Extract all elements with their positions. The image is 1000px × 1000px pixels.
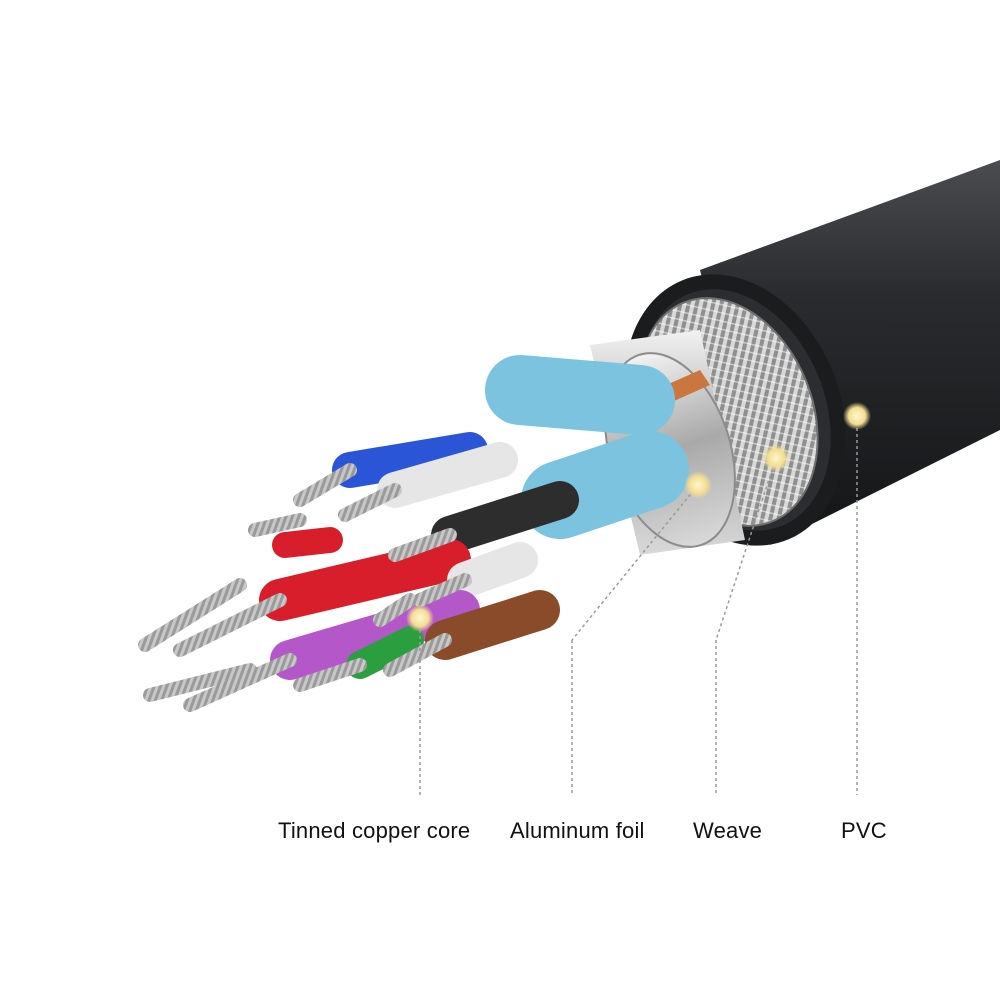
foil-pair-top (485, 355, 675, 435)
copper-strand-12 (373, 593, 417, 627)
label-weave: Weave (693, 818, 763, 843)
wire-blue (332, 432, 488, 488)
label-tinned-copper-core: Tinned copper core (278, 818, 471, 843)
wire-green (346, 626, 424, 679)
inner-conductors (138, 355, 689, 712)
marker-dot-core (406, 604, 434, 632)
marker-dot-weave (762, 444, 790, 472)
copper-strand-9 (383, 633, 452, 677)
wire-red (259, 539, 471, 621)
marker-dot-pvc (843, 402, 871, 430)
leader-lines (419, 416, 858, 795)
wire-brown (425, 590, 560, 660)
copper-strand-4 (173, 593, 287, 657)
wire-white-top (377, 442, 518, 508)
wire-black (431, 481, 579, 554)
copper-strand-1 (293, 463, 357, 507)
marker-dot-foil (684, 471, 712, 499)
wire-white-mid (447, 542, 538, 598)
leader-line-weave (715, 457, 777, 641)
marker-dots (406, 402, 871, 632)
copper-strand-8 (293, 658, 367, 692)
copper-strand-7 (143, 663, 257, 702)
label-pvc: PVC (841, 818, 887, 843)
label-aluminum-foil: Aluminum foil (510, 818, 645, 843)
copper-strand-10 (413, 573, 472, 607)
copper-strand-5 (138, 578, 247, 652)
wire-red-small (272, 527, 343, 558)
copper-strand-2 (338, 483, 402, 522)
copper-strand-6 (183, 653, 297, 712)
copper-strand-11 (248, 513, 307, 537)
copper-strand-3 (388, 528, 457, 562)
